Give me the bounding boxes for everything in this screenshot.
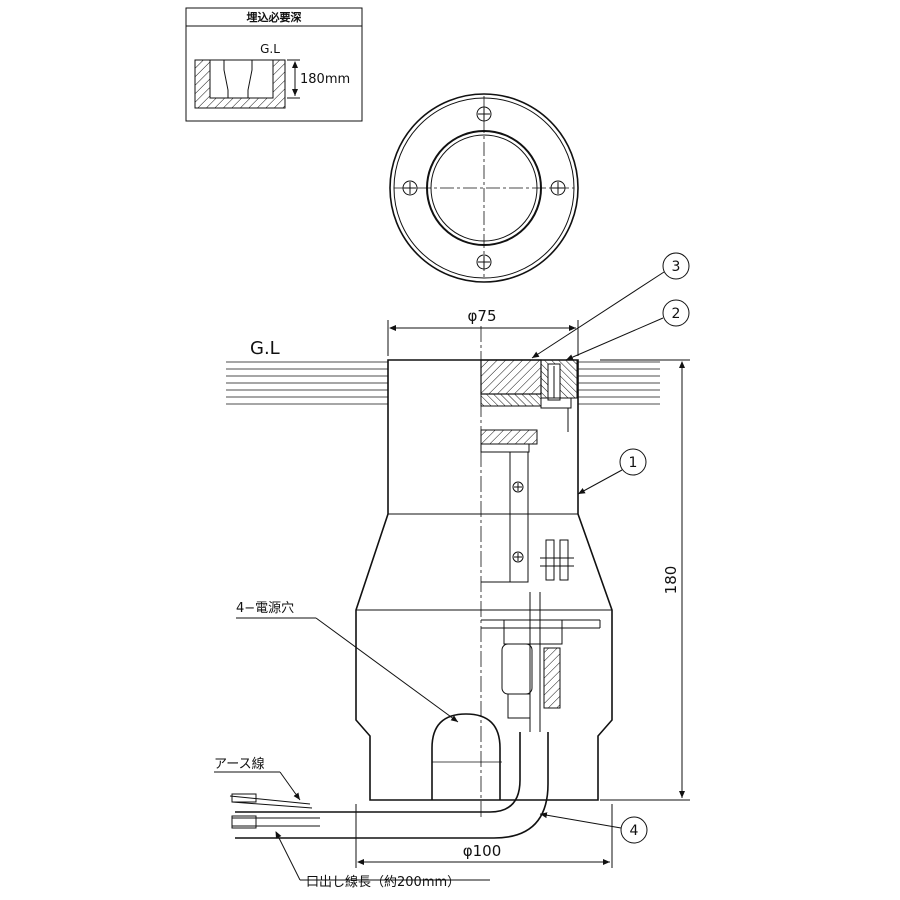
ground-lines-left [226, 361, 388, 405]
bracket-screw-icon [512, 481, 524, 493]
inset-frame [185, 7, 363, 122]
power-cable [235, 732, 521, 813]
callout-1: 1 [577, 448, 647, 495]
callout-4: 4 [539, 812, 648, 844]
section-ground-label: G.L [250, 338, 280, 359]
screw-icon [476, 254, 492, 270]
inset-panel: 埋込必要深 G.L 180mm [185, 7, 363, 122]
top-ring [480, 359, 542, 395]
svg-text:3: 3 [672, 259, 681, 275]
section-view: G.L [214, 252, 690, 890]
cable-gland [501, 592, 563, 732]
top-view [389, 93, 579, 283]
callout-2: 2 [565, 299, 690, 361]
inset-depth-label: 180mm [300, 72, 350, 87]
svg-text:4: 4 [630, 823, 639, 839]
svg-text:1: 1 [629, 455, 638, 471]
screw-icon [550, 180, 566, 196]
inset-title: 埋込必要深 [247, 10, 302, 24]
dimension-bottom-diameter: φ100 [463, 842, 502, 860]
svg-text:2: 2 [672, 306, 681, 322]
power-hole-label: 4−電源穴 [236, 601, 294, 616]
power-hole [431, 713, 501, 800]
screw-icon [476, 106, 492, 122]
screw-icon [402, 180, 418, 196]
dimension-top-diameter: φ75 [468, 307, 497, 325]
terminal-block [540, 539, 574, 581]
earth-wire-label: アース線 [214, 756, 265, 772]
inset-ground-label: G.L [260, 42, 280, 56]
callout-3: 3 [531, 252, 690, 359]
lead-length-label: 口出し線長（約200mm） [306, 874, 460, 890]
dimension-height: 180 [662, 566, 680, 595]
mount-bracket [509, 451, 529, 583]
housing-outline [355, 359, 613, 801]
ground-lines-right [578, 361, 660, 405]
lead-wires [229, 793, 320, 829]
bracket-screw-icon [512, 551, 524, 563]
